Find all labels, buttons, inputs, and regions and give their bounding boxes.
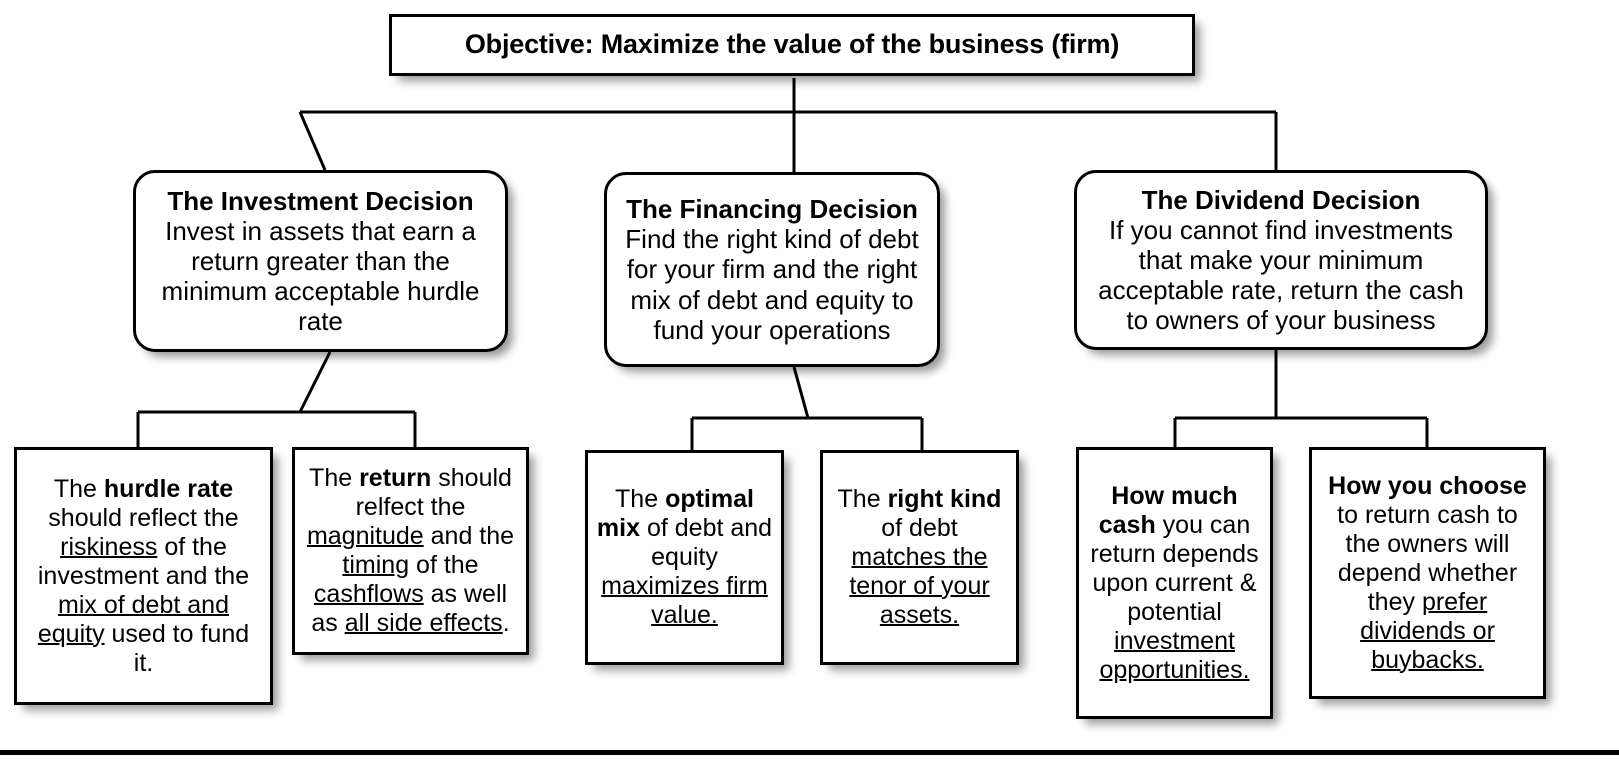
financing-decision-heading: The Financing Decision <box>626 194 918 225</box>
bottom-rule <box>0 750 1619 755</box>
financing-decision-box: The Financing Decision Find the right ki… <box>604 172 940 367</box>
how-you-choose-text: How you choose to return cash to the own… <box>1328 471 1527 674</box>
right-kind-text: The right kind of debt matches the tenor… <box>837 485 1002 629</box>
investment-decision-box: The Investment Decision Invest in assets… <box>133 170 508 352</box>
investment-decision-heading: The Investment Decision <box>167 185 474 216</box>
objective-box: Objective: Maximize the value of the bus… <box>389 14 1195 76</box>
how-much-cash-text: How much cash you can return depends upo… <box>1090 481 1259 684</box>
how-much-cash-box: How much cash you can return depends upo… <box>1076 447 1273 719</box>
optimal-mix-box: The optimal mix of debt and equity maxim… <box>585 450 784 665</box>
financing-decision-body: Find the right kind of debt for your fir… <box>625 224 919 345</box>
hurdle-rate-box: The hurdle rate should reflect the riski… <box>14 447 273 705</box>
how-you-choose-box: How you choose to return cash to the own… <box>1309 447 1546 699</box>
return-box: The return should relfect the magnitude … <box>292 447 529 655</box>
return-text: The return should relfect the magnitude … <box>306 464 515 637</box>
dividend-decision-heading: The Dividend Decision <box>1141 184 1421 215</box>
dividend-decision-body: If you cannot find investments that make… <box>1098 214 1464 336</box>
dividend-decision-box: The Dividend Decision If you cannot find… <box>1074 170 1488 350</box>
objective-label: Objective: Maximize the value of the bus… <box>464 29 1120 60</box>
hurdle-rate-text: The hurdle rate should reflect the riski… <box>37 474 250 677</box>
investment-decision-body: Invest in assets that earn a return grea… <box>161 215 480 337</box>
optimal-mix-text: The optimal mix of debt and equity maxim… <box>596 485 773 629</box>
right-kind-box: The right kind of debt matches the tenor… <box>820 450 1019 665</box>
